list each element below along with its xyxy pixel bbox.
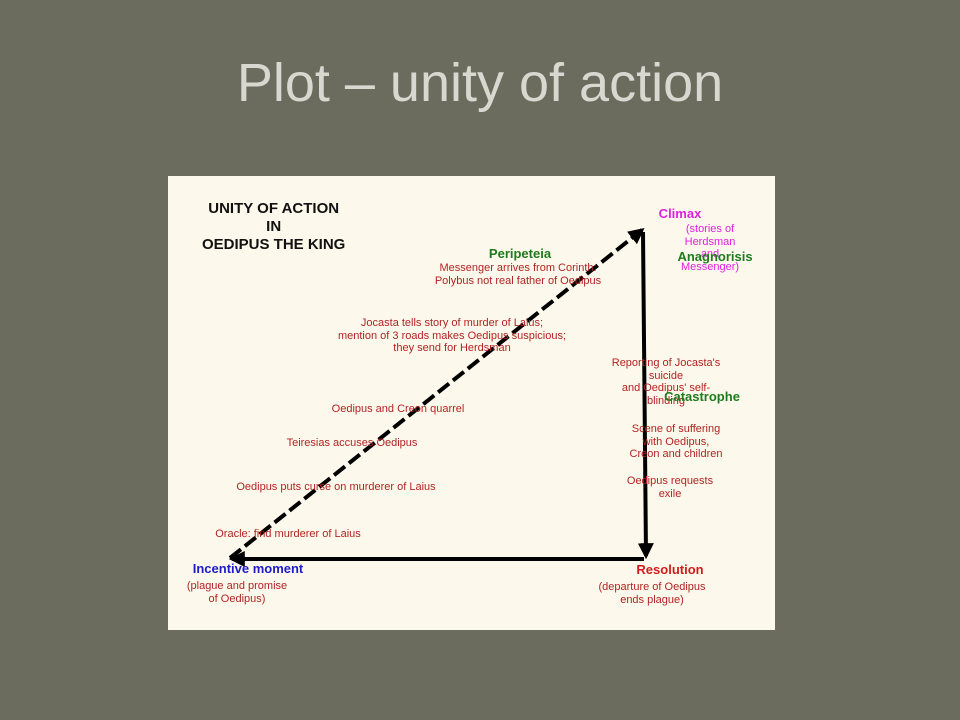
- anagnorisis-label: Anagnorisis: [677, 249, 753, 264]
- falling-action-arrow: [637, 231, 654, 560]
- event-quarrel: Oedipus and Creon quarrel: [331, 403, 465, 415]
- event-suicide: Reporting of Jocasta's suicide and Oedip…: [611, 357, 721, 407]
- event-messenger: Messenger arrives from Corinth: Polybus …: [434, 262, 602, 287]
- climax-label: Climax: [658, 206, 702, 221]
- event-suffering: Scene of suffering with Oedipus, Creon a…: [629, 423, 723, 460]
- incentive-moment-note: (plague and promise of Oedipus): [186, 580, 288, 605]
- event-exile: Oedipus requests exile: [626, 475, 714, 500]
- peripeteia-label: Peripeteia: [488, 246, 552, 261]
- climax-note: (stories of Herdsman and Messenger): [680, 223, 740, 273]
- resolution-note: (departure of Oedipus ends plague): [598, 581, 706, 606]
- slide-title: Plot – unity of action: [236, 53, 724, 113]
- plot-triangle: [228, 228, 654, 567]
- rising-action-arrow: [228, 228, 645, 560]
- event-teiresias: Teiresias accuses Oedipus: [286, 437, 418, 449]
- event-oracle: Oracle: find murderer of Laius: [215, 528, 361, 540]
- event-jocasta: Jocasta tells story of murder of Laius; …: [337, 317, 567, 354]
- event-curse: Oedipus puts curse on murderer of Laius: [236, 481, 436, 493]
- diagram-title: UNITY OF ACTION IN OEDIPUS THE KING: [202, 200, 346, 253]
- incentive-moment-label: Incentive moment: [192, 561, 304, 576]
- unity-of-action-diagram: UNITY OF ACTION IN OEDIPUS THE KING Peri…: [168, 176, 775, 630]
- catastrophe-label: Catastrophe: [664, 389, 740, 404]
- resolution-label: Resolution: [636, 562, 704, 577]
